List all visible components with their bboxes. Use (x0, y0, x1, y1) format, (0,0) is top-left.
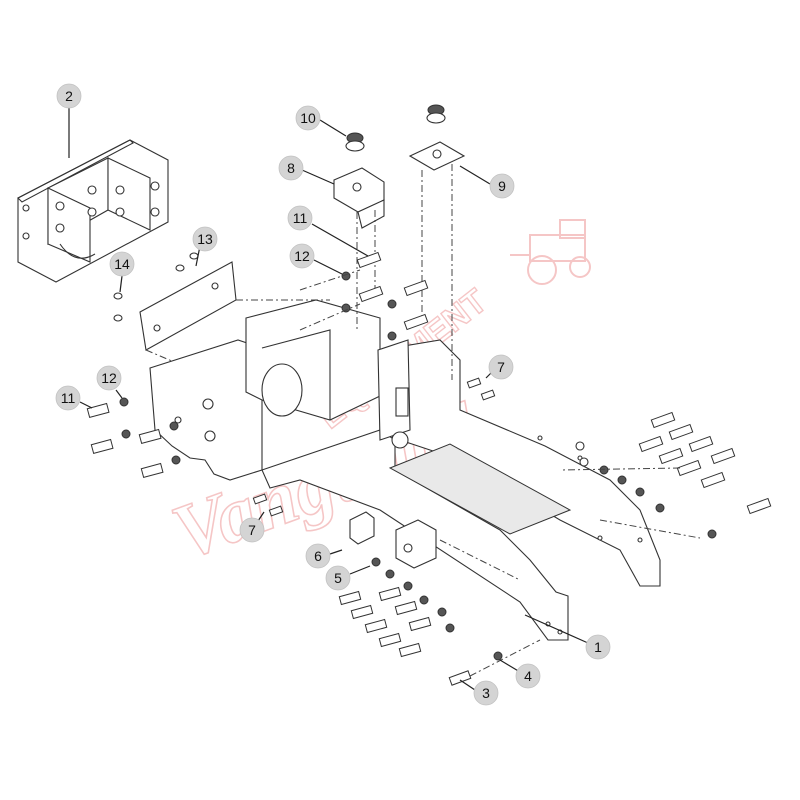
svg-text:2: 2 (65, 88, 73, 104)
part-top-bracket-left (333, 167, 385, 330)
part-small-screws (113, 252, 199, 322)
callout-7-upper: 7 (488, 354, 514, 380)
part-left-bolts (86, 397, 181, 479)
callout-6: 6 (305, 543, 331, 569)
svg-text:1: 1 (594, 639, 602, 655)
callout-8: 8 (278, 155, 304, 181)
callouts: 1 2 3 4 5 6 (55, 83, 611, 706)
svg-text:12: 12 (101, 370, 117, 386)
svg-text:9: 9 (498, 178, 506, 194)
part-small-bolts (252, 377, 496, 517)
callout-1: 1 (585, 634, 611, 660)
callout-9: 9 (489, 173, 515, 199)
part-main-frame (149, 299, 661, 641)
callout-11-lower: 11 (55, 385, 81, 411)
part-lower-bolt-array (338, 539, 541, 686)
svg-text:4: 4 (524, 668, 532, 684)
svg-text:13: 13 (197, 231, 213, 247)
svg-text:3: 3 (482, 685, 490, 701)
callout-12-lower: 12 (96, 365, 122, 391)
part-hitch-bracket (17, 139, 169, 283)
svg-text:12: 12 (294, 248, 310, 264)
part-top-bolts (299, 251, 429, 341)
callout-2: 2 (56, 83, 82, 109)
svg-text:8: 8 (287, 160, 295, 176)
callout-10: 10 (295, 105, 321, 131)
callout-7-lower: 7 (239, 517, 265, 543)
callout-3: 3 (473, 680, 499, 706)
watermark-tractor-icon (510, 219, 591, 285)
callout-5: 5 (325, 565, 351, 591)
part-right-bolt-array (559, 411, 772, 539)
svg-text:5: 5 (334, 570, 342, 586)
part-rubber-bushings (345, 104, 446, 152)
part-top-bracket-right (408, 141, 466, 380)
callout-4: 4 (515, 663, 541, 689)
svg-text:7: 7 (497, 359, 505, 375)
svg-text:10: 10 (300, 110, 316, 126)
svg-text:11: 11 (293, 210, 308, 226)
svg-text:6: 6 (314, 548, 322, 564)
svg-text:11: 11 (61, 390, 76, 406)
svg-text:7: 7 (248, 522, 256, 538)
part-mounting-blocks (349, 511, 437, 569)
svg-text:14: 14 (114, 256, 130, 272)
callout-13: 13 (192, 226, 218, 252)
callout-11-upper: 11 (287, 205, 313, 231)
callout-12-upper: 12 (289, 243, 315, 269)
callout-14: 14 (109, 251, 135, 277)
